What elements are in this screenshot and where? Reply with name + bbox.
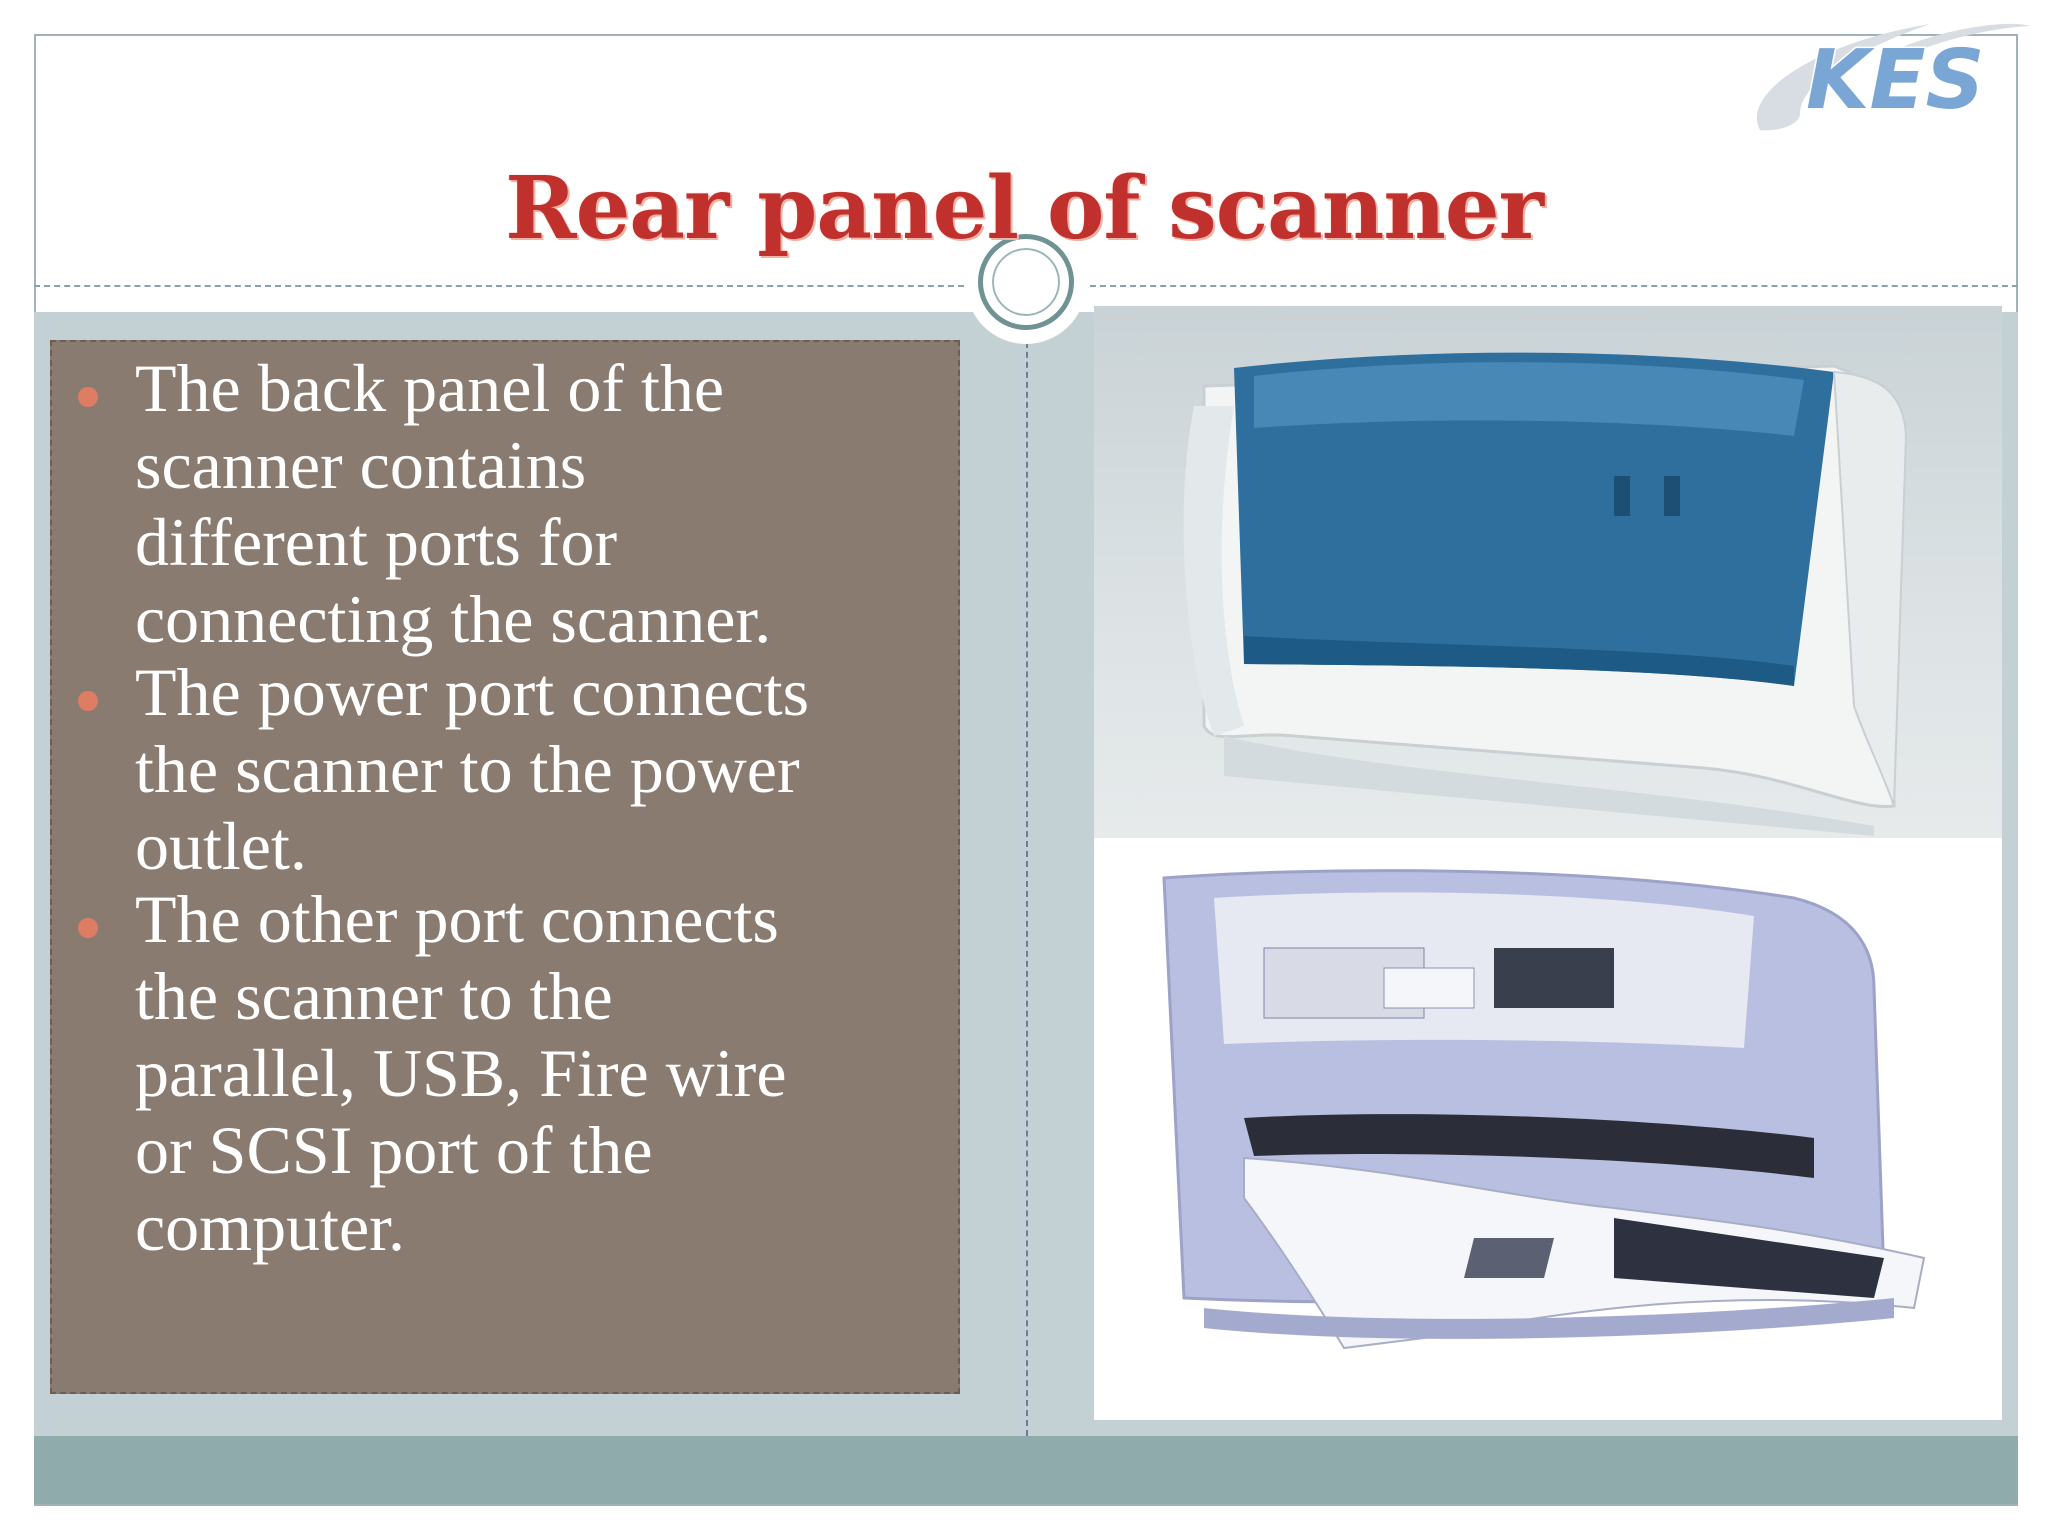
scanner-photo-top bbox=[1094, 306, 2002, 838]
bullet-item: The back panel of the scanner contains d… bbox=[52, 350, 958, 658]
footer-band bbox=[34, 1436, 2018, 1504]
bullet-dot-icon bbox=[78, 691, 98, 711]
bullet-dot-icon bbox=[78, 387, 98, 407]
bullet-text: The back panel of the scanner contains d… bbox=[135, 350, 772, 657]
slide-title: Rear panel of scanner bbox=[505, 157, 1544, 259]
title-divider-right bbox=[1090, 285, 2018, 287]
scanner-photo-bottom bbox=[1094, 838, 2002, 1420]
scanner-blue-cover-icon bbox=[1183, 352, 1908, 836]
column-divider bbox=[1026, 312, 1028, 1436]
bullet-list: The back panel of the scanner contains d… bbox=[52, 350, 958, 1265]
bullet-text: The other port connects the scanner to t… bbox=[135, 881, 787, 1265]
bullet-text: The power port connects the scanner to t… bbox=[135, 654, 810, 884]
bullet-item: The power port connects the scanner to t… bbox=[52, 654, 958, 885]
bullet-item: The other port connects the scanner to t… bbox=[52, 881, 958, 1266]
kes-logo: KES bbox=[1756, 23, 2030, 131]
bullet-dot-icon bbox=[78, 918, 98, 938]
document-scanner-icon bbox=[1162, 869, 1926, 1350]
logo-text: KES bbox=[1806, 33, 1985, 128]
title-divider-left bbox=[34, 285, 964, 287]
text-panel: The back panel of the scanner contains d… bbox=[50, 340, 960, 1394]
ornament-ring-icon bbox=[978, 234, 1074, 330]
